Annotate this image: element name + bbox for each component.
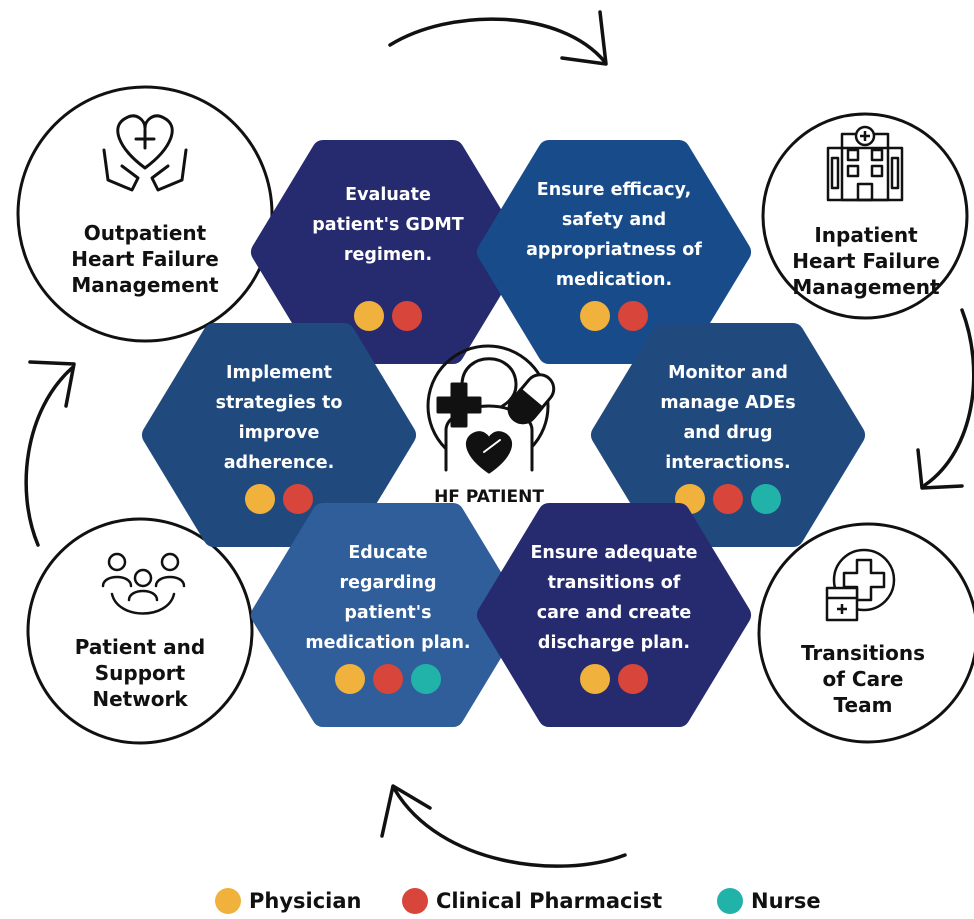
hex-text-line: manage ADEs <box>660 393 795 413</box>
pharmacist-dot <box>713 484 743 514</box>
legend-physician-label: Physician <box>249 889 362 913</box>
hex-efficacy: Ensure efficacy, safety and appropriatness… <box>476 140 752 364</box>
hex-text-line: Monitor and <box>668 363 788 383</box>
circle-label-inpatient: Heart Failure <box>792 249 940 273</box>
hex-shape <box>250 140 526 364</box>
legend-nurse: Nurse <box>717 888 821 914</box>
arrow-left <box>24 360 76 547</box>
hex-text-line: Implement <box>226 363 332 383</box>
circle-label-outpatient: Outpatient <box>84 221 207 245</box>
circle-label-inpatient: Management <box>792 275 940 299</box>
hex-transitions: Ensure adequate transitions of care and cr… <box>476 503 752 727</box>
hex-text-line: safety and <box>562 210 666 230</box>
outer-circles <box>16 85 974 745</box>
circle-label-inpatient: Inpatient <box>814 223 918 247</box>
hex-text-line: and drug <box>683 423 772 443</box>
hex-text-line: medication. <box>556 270 672 290</box>
heart-hands-icon <box>102 114 188 192</box>
hex-text-line: Ensure adequate <box>530 543 697 563</box>
nurse-dot <box>717 888 743 914</box>
legend-nurse-label: Nurse <box>751 889 821 913</box>
arrow-bottom <box>380 784 627 868</box>
hex-text-line: interactions. <box>665 453 790 473</box>
hex-shape <box>590 323 866 547</box>
hex-text-line: patient's GDMT <box>312 215 464 235</box>
arrow-top <box>388 10 608 66</box>
hexagon-grid: Evaluate patient's GDMT regimen. Ensure eff… <box>141 140 866 727</box>
people-group-icon <box>101 552 186 615</box>
hex-text-line: adherence. <box>224 453 335 473</box>
hf-patient-icon <box>426 344 556 474</box>
circle-label-transitions-team: Transitions <box>801 641 925 665</box>
circle-label-support: Patient and <box>75 635 205 659</box>
hex-text-line: regimen. <box>344 245 432 265</box>
hex-text-line: patient's <box>344 603 431 623</box>
hex-text-line: medication plan. <box>305 633 470 653</box>
hex-text-line: regarding <box>340 573 437 593</box>
hex-text-line: strategies to <box>216 393 343 413</box>
hex-shape <box>250 503 526 727</box>
legend-physician: Physician <box>215 888 362 914</box>
hex-shape <box>476 503 752 727</box>
legend-pharmacist-label: Clinical Pharmacist <box>436 889 663 913</box>
circle-label-support: Support <box>95 661 186 685</box>
circle-label-outpatient: Heart Failure <box>71 247 219 271</box>
arrow-right <box>916 308 974 490</box>
physician-dot <box>580 664 610 694</box>
legend: Physician Clinical Pharmacist Nurse <box>0 888 974 919</box>
circle-outpatient <box>16 85 274 343</box>
pharmacist-dot <box>402 888 428 914</box>
pharmacist-dot <box>373 664 403 694</box>
pharmacist-dot <box>283 484 313 514</box>
hex-text-line: Evaluate <box>345 185 431 205</box>
physician-dot <box>245 484 275 514</box>
pharmacist-dot <box>618 664 648 694</box>
physician-dot <box>354 301 384 331</box>
medical-records-icon <box>825 548 896 622</box>
hex-text-line: Educate <box>348 543 427 563</box>
pharmacist-dot <box>618 301 648 331</box>
hex-text-line: discharge plan. <box>538 633 690 653</box>
circle-label-outpatient: Management <box>71 273 219 297</box>
hex-text-line: appropriatness of <box>526 240 702 260</box>
physician-dot <box>335 664 365 694</box>
nurse-dot <box>751 484 781 514</box>
pharmacist-dot <box>392 301 422 331</box>
circle-support <box>26 517 254 745</box>
hex-text-line: improve <box>239 423 320 443</box>
physician-dot <box>580 301 610 331</box>
circle-inpatient <box>761 112 969 320</box>
hex-monitor: Monitor and manage ADEs and drug interactio… <box>590 323 866 547</box>
circle-label-transitions-team: Team <box>834 693 893 717</box>
circle-label-support: Network <box>92 687 188 711</box>
hex-text-line: care and create <box>537 603 692 623</box>
center-label: HF PATIENT <box>434 487 544 507</box>
hex-evaluate: Evaluate patient's GDMT regimen. <box>250 140 526 364</box>
nurse-dot <box>411 664 441 694</box>
circle-transitions-team <box>757 522 974 744</box>
hospital-icon <box>826 125 904 202</box>
legend-pharmacist: Clinical Pharmacist <box>402 888 662 914</box>
hex-text-line: Ensure efficacy, <box>537 180 692 200</box>
physician-dot <box>215 888 241 914</box>
circle-label-transitions-team: of Care <box>822 667 903 691</box>
hex-text-line: transitions of <box>548 573 681 593</box>
cycle-arrows <box>24 10 974 868</box>
hex-educate: Educate regarding patient's medication plan… <box>250 503 526 727</box>
